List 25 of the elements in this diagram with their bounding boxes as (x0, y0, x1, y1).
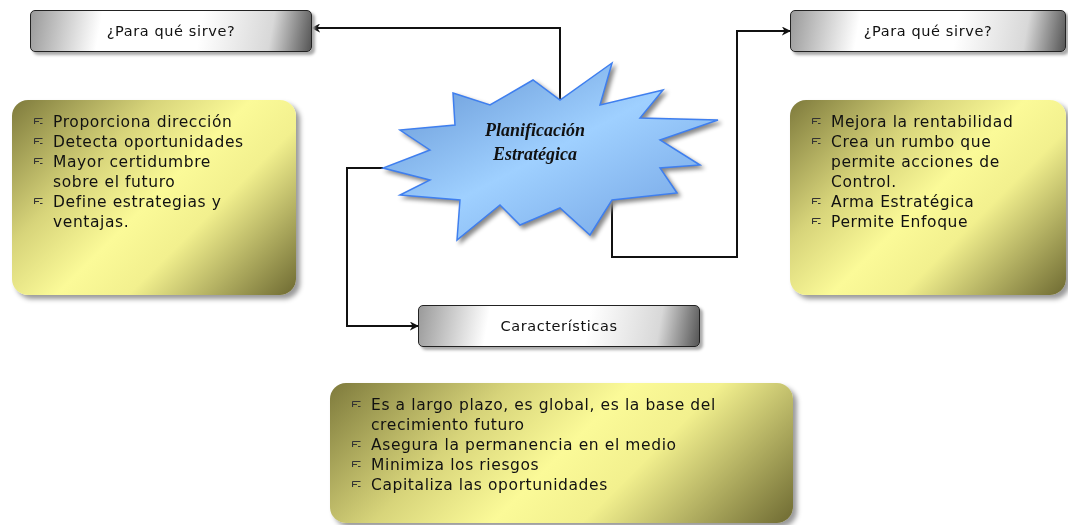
list-item: Arma Estratégica (831, 192, 975, 212)
heading-text: ¿Para qué sirve? (106, 23, 236, 39)
title-box (418, 305, 700, 347)
star-label: Planificación Estratégica (484, 119, 586, 166)
connector-arrow (311, 23, 561, 101)
connector-arrow (346, 167, 419, 331)
title-box (790, 10, 1066, 52)
list-item: Asegura la permanencia en el medio (371, 435, 677, 455)
list-item: Mejora la rentabilidad (831, 112, 1014, 132)
list-item: Define estrategias y ventajas. (53, 192, 223, 232)
list-item: Crea un rumbo que permite acciones de Control. (831, 132, 1001, 192)
list-item: Es a largo plazo, es global, es la base del crecimiento futuro (371, 395, 717, 435)
heading-text: ¿Para qué sirve? (863, 23, 993, 39)
note-card (790, 100, 1066, 295)
note-card (12, 100, 296, 295)
heading-text: Características (500, 318, 618, 334)
list-item: Proporciona dirección (53, 112, 233, 132)
note-card (330, 383, 793, 523)
list-item: Permite Enfoque (831, 212, 969, 232)
title-box (30, 10, 312, 52)
list-item: Mayor certidumbre sobre el futuro (53, 152, 212, 192)
list-item: Minimiza los riesgos (371, 455, 540, 475)
list-item: Detecta oportunidades (53, 132, 244, 152)
connector-arrow (611, 26, 791, 258)
list-item: Capitaliza las oportunidades (371, 475, 608, 495)
